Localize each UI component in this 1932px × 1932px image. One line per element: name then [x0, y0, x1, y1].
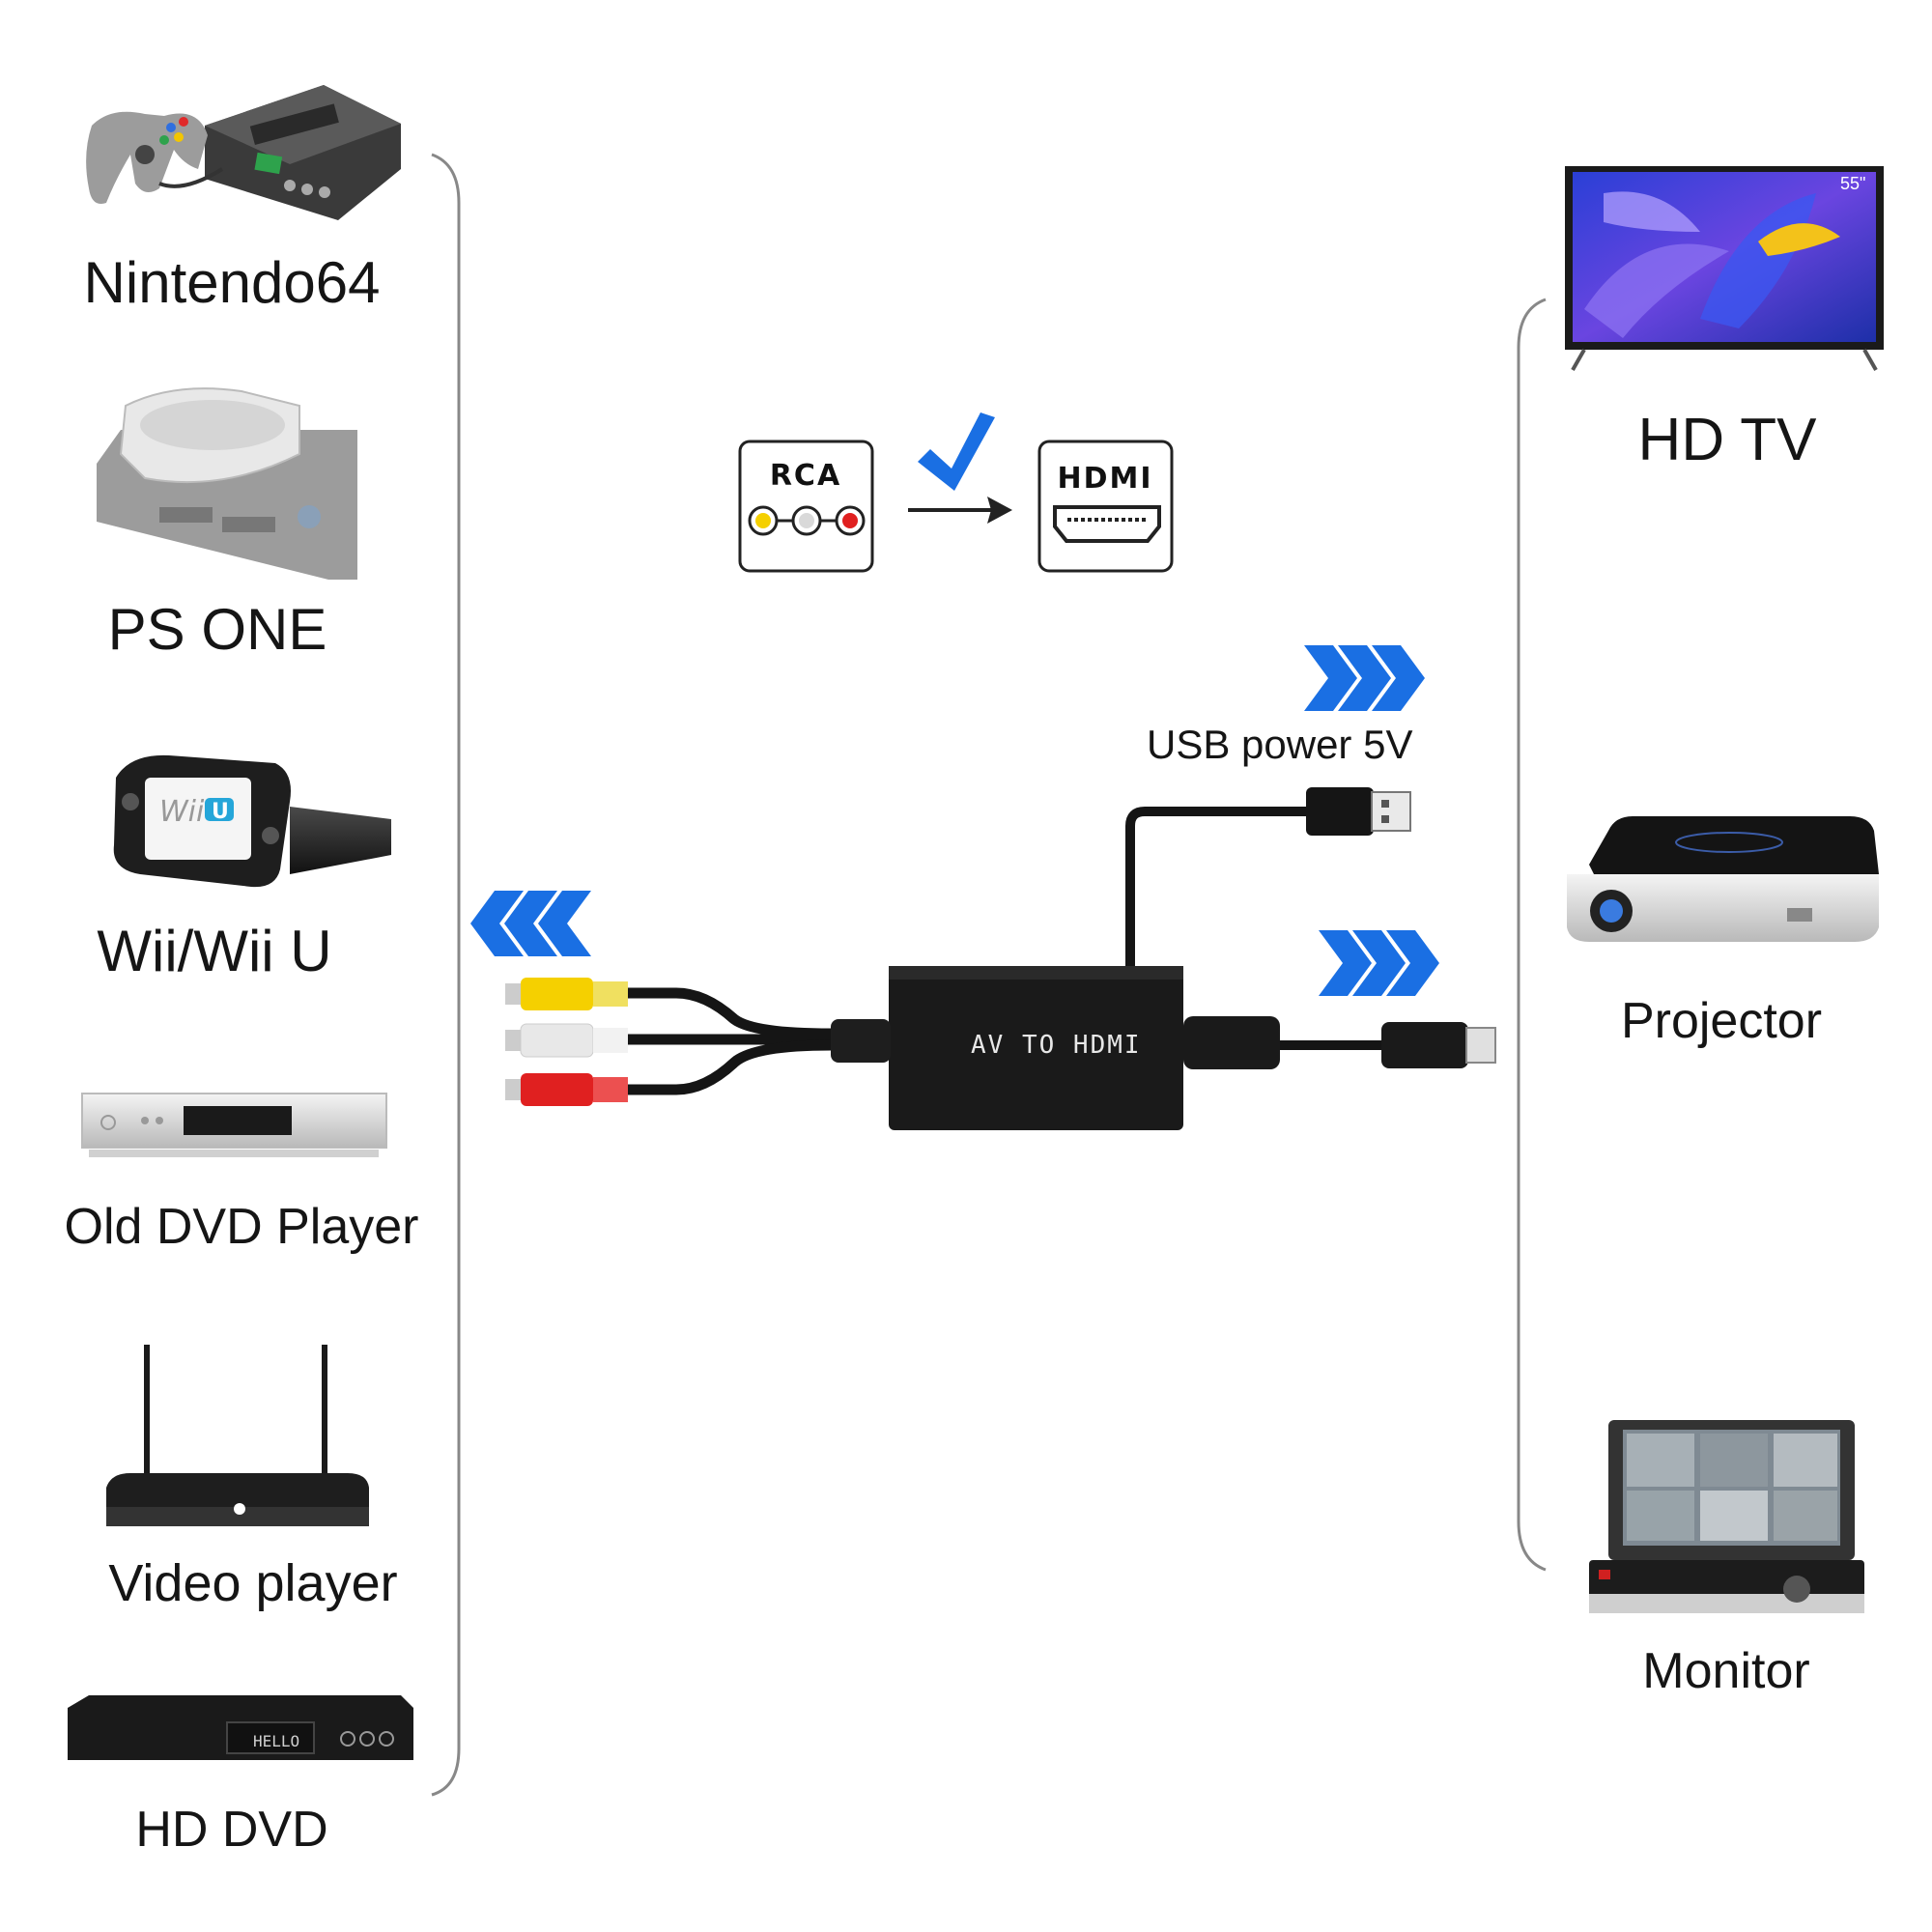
rca-badge: [738, 440, 874, 573]
display-label-hd-tv: HD TV: [1637, 407, 1817, 473]
chevron-right-usb-icon: [1304, 645, 1425, 711]
source-label-wii: Wii/Wii U: [97, 919, 332, 983]
source-label-old-dvd-player: Old DVD Player: [64, 1199, 419, 1255]
tv-size-badge: 55": [1840, 174, 1866, 193]
chevron-right-hdmi-icon: [1319, 930, 1439, 996]
hdmi-label: HDMI: [1057, 462, 1153, 496]
svg-text:U: U: [212, 800, 229, 824]
source-label-video-player: Video player: [108, 1554, 398, 1612]
right-bracket: [1517, 298, 1547, 1572]
usb-power-label: USB power 5V: [1147, 722, 1413, 767]
projector-icon: [1567, 816, 1879, 942]
av-to-hdmi-converter: [889, 966, 1183, 1130]
ps-one-console-icon: [97, 387, 357, 580]
hd-tv-icon: [1565, 166, 1884, 371]
rca-label: RCA: [769, 459, 842, 493]
display-label-projector: Projector: [1620, 993, 1823, 1049]
source-label-hd-dvd: HD DVD: [135, 1802, 328, 1858]
rca-plug-yellow: [505, 978, 628, 1010]
rca-plug-red: [505, 1073, 628, 1106]
svg-text:Wii: Wii: [159, 795, 205, 829]
source-label-nintendo64: Nintendo64: [83, 250, 381, 315]
hdmi-badge: [1037, 440, 1174, 573]
display-label-monitor: Monitor: [1642, 1643, 1810, 1699]
chevron-left-rca-icon: [470, 891, 591, 956]
right-arrow-icon: [908, 497, 1012, 524]
rca-cables: [505, 978, 891, 1106]
router-video-player-icon: [106, 1345, 369, 1526]
usb-cable: [1125, 787, 1411, 966]
dvd-player-icon: [81, 1093, 387, 1157]
monitor-icon: [1589, 1420, 1864, 1613]
source-label-ps-one: PS ONE: [107, 597, 327, 662]
wii-u-console-icon: Wii U: [113, 754, 391, 888]
hdmi-cable: [1183, 1016, 1496, 1069]
converter-label: AV TO HDMI: [971, 1031, 1142, 1060]
left-bracket: [431, 153, 461, 1797]
checkmark-icon: [918, 412, 995, 491]
rca-plug-white: [505, 1023, 628, 1058]
hd-dvd-player-icon: HELLO: [68, 1695, 413, 1760]
n64-console-icon: [86, 85, 401, 220]
svg-text:HELLO: HELLO: [253, 1732, 299, 1750]
